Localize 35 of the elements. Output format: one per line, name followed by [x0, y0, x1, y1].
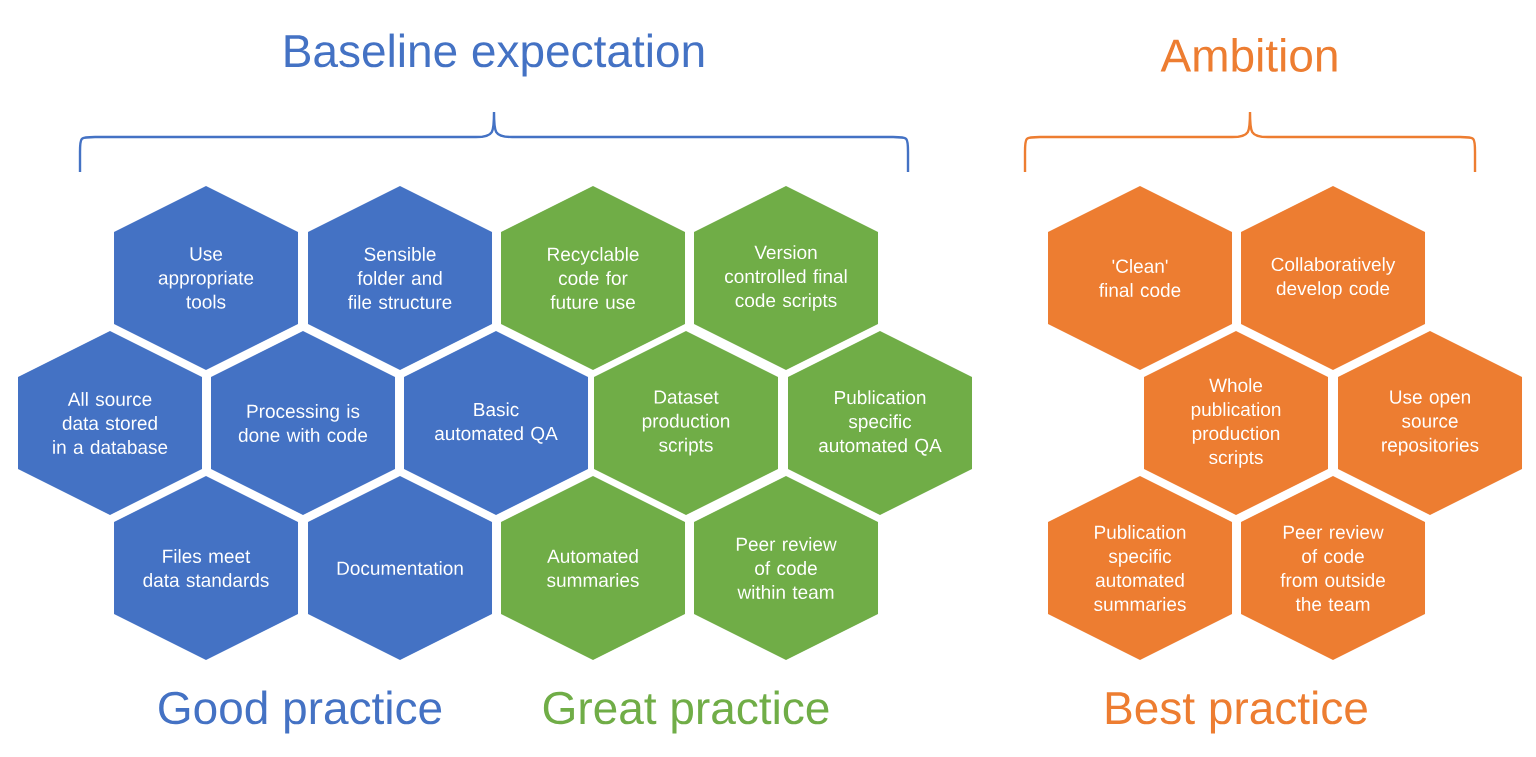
hexagon: Publication specific automated summaries — [1048, 476, 1232, 660]
hexagon: Processing is done with code — [211, 331, 395, 515]
hexagon: Dataset production scripts — [594, 331, 778, 515]
hexagon: Automated summaries — [501, 476, 685, 660]
node-label: Use appropriate tools — [158, 247, 254, 309]
heading: Good practice — [159, 690, 442, 734]
node-label: Whole publication production scripts — [1191, 378, 1281, 468]
node-label: Files meet data standards — [143, 549, 269, 587]
node-label: Processing is done with code — [238, 404, 368, 442]
heading: Ambition — [1160, 38, 1337, 72]
hexagon: Peer review of code from outside the team — [1241, 476, 1425, 660]
hexagon: Use open source repositories — [1338, 331, 1522, 515]
hexagon: Use appropriate tools — [114, 186, 298, 370]
hexagon: Peer review of code within team — [694, 476, 878, 660]
hexagon: Sensible folder and file structure — [308, 186, 492, 370]
node-label: Peer review of code within team — [736, 537, 837, 599]
hexagon: Publication specific automated QA — [788, 331, 972, 515]
hexagon: Recyclable code for future use — [501, 186, 685, 370]
hexagon: Documentation — [308, 476, 492, 660]
hexagon: Version controlled final code scripts — [694, 186, 878, 370]
hexagon: Basic automated QA — [404, 331, 588, 515]
heading: Great practice — [543, 690, 829, 734]
node-label: Peer review of code from outside the team — [1280, 525, 1385, 611]
node-label: Documentation — [337, 561, 463, 575]
hexagon: Collaboratively develop code — [1241, 186, 1425, 370]
node-label: Version controlled final code scripts — [725, 245, 847, 311]
node-label: Sensible folder and file structure — [348, 247, 452, 309]
node-label: Dataset production scripts — [642, 390, 730, 456]
hexagon: Whole publication production scripts — [1144, 331, 1328, 515]
heading: Best practice — [1106, 690, 1367, 734]
hexagon: Files meet data standards — [114, 476, 298, 660]
hexagon: 'Clean' final code — [1048, 186, 1232, 370]
hexagon: All source data stored in a database — [18, 331, 202, 515]
heading: Baseline expectation — [285, 33, 704, 77]
node-label: Collaboratively develop code — [1271, 257, 1396, 299]
